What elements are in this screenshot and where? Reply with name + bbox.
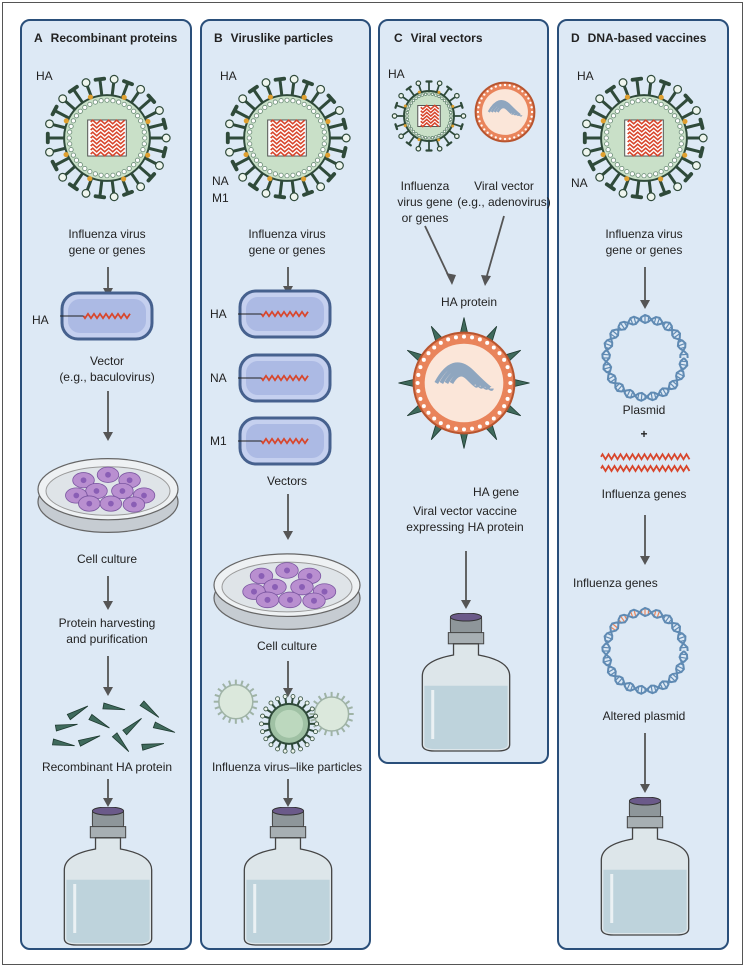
down-arrow-icon (102, 576, 114, 610)
vaccine-vial-icon (414, 612, 518, 753)
down-arrow-icon (102, 656, 114, 696)
panel-b-product-label: Influenza virus–like particles (211, 760, 363, 774)
vaccine-vial-icon (593, 796, 697, 937)
panel-d-altered-label: Altered plasmid (602, 709, 686, 723)
panel-c-source1-line2: virus gene (397, 195, 453, 209)
gene-strands-icon (599, 449, 691, 475)
panel-c-source2-line2: (e.g., adenovirus) (457, 195, 551, 209)
panel-b-na-label: NA (212, 174, 229, 188)
panel-d-plasmid-label: Plasmid (622, 403, 666, 417)
panel-d-letter: D (571, 31, 580, 45)
panel-b-culture-label: Cell culture (256, 639, 318, 653)
panel-d-plus-sign: + (640, 427, 648, 441)
panel-b-vector-m1: M1 (210, 434, 227, 448)
adenovirus-icon (394, 313, 534, 453)
panel-viral-vectors: C Viral vectors HA Influenza virus gene o… (378, 19, 551, 764)
panel-a-title-text: Recombinant proteins (50, 31, 178, 45)
panel-c-title-text: Viral vectors (410, 31, 483, 45)
panel-c-source1-line3: or genes (401, 211, 449, 225)
panel-a-source-line2: gene or genes (68, 243, 146, 257)
panel-b-ha-label: HA (220, 69, 237, 83)
vaccine-vial-icon (56, 806, 160, 947)
influenza-virion-icon (390, 77, 468, 155)
panel-c-ha-label: HA (388, 67, 405, 81)
down-arrow-icon (102, 391, 114, 441)
gene-vector-icon (238, 289, 332, 339)
panel-c-source2-label: Viral vector (e.g., adenovirus) (457, 178, 550, 210)
down-arrow-icon (282, 661, 294, 697)
panel-c-source2-line1: Viral vector (474, 179, 534, 193)
panel-a-vector-ha-label: HA (32, 313, 49, 327)
vaccine-vial-icon (236, 806, 340, 947)
panel-viruslike-particles: B Viruslike particles HA NA M1 Influenza … (200, 19, 371, 950)
down-arrow-icon (282, 494, 294, 540)
panel-a-product-label: Recombinant HA protein (41, 760, 173, 774)
panel-a-harvest-line1: Protein harvesting (58, 616, 156, 630)
panel-b-letter: B (214, 31, 223, 45)
ha-protein-icon (36, 696, 180, 756)
panel-b-vector-ha: HA (210, 307, 227, 321)
gene-vector-icon (238, 353, 332, 403)
petri-dish-icon (36, 446, 180, 536)
panel-d-source-line1: Influenza virus (605, 227, 683, 241)
panel-d-genes2-label: Influenza genes (573, 576, 658, 590)
panel-a-culture-label: Cell culture (76, 552, 138, 566)
gene-vector-icon (60, 291, 154, 341)
plasmid-icon (597, 313, 693, 403)
down-arrow-icon (639, 267, 651, 309)
influenza-virion-icon (42, 73, 172, 203)
panel-a-harvest-label: Protein harvesting and purification (59, 615, 156, 647)
panel-b-title-text: Viruslike particles (230, 31, 334, 45)
down-arrow-icon (639, 733, 651, 793)
panel-a-harvest-line2: and purification (66, 632, 148, 646)
panel-d-title: D DNA-based vaccines (571, 31, 706, 45)
panel-d-na-label: NA (571, 176, 588, 190)
panel-a-source-label: Influenza virus gene or genes (68, 226, 145, 258)
panel-d-source-line2: gene or genes (605, 243, 683, 257)
panel-b-source-line1: Influenza virus (248, 227, 326, 241)
panel-d-ha-label: HA (577, 69, 594, 83)
panel-a-title: A Recombinant proteins (34, 31, 177, 45)
down-arrow-icon (460, 551, 472, 609)
panel-c-letter: C (394, 31, 403, 45)
panel-c-ha-protein-label: HA protein (440, 295, 498, 309)
panel-b-vectors-label: Vectors (266, 474, 308, 488)
converging-arrows (424, 215, 505, 286)
panel-a-letter: A (34, 31, 43, 45)
panel-b-vector-na: NA (210, 371, 227, 385)
gene-vector-icon (238, 416, 332, 466)
plasmid-icon (597, 606, 693, 696)
down-arrow-icon (639, 515, 651, 565)
panel-c-product-line1: Viral vector vaccine (413, 504, 517, 518)
panel-b-title: B Viruslike particles (214, 31, 333, 45)
panel-d-genes-label: Influenza genes (601, 487, 687, 501)
panel-a-vector-label: Vector (e.g., baculovirus) (59, 353, 154, 385)
adenovirus-icon (470, 77, 540, 147)
panel-dna-based-vaccines: D DNA-based vaccines HA NA Influenza viru… (557, 19, 729, 950)
panel-c-ha-gene-label: HA gene (472, 485, 520, 499)
panel-a-ha-label: HA (36, 69, 53, 83)
panel-b-m1-label: M1 (212, 191, 229, 205)
panel-c-title: C Viral vectors (394, 31, 483, 45)
panel-b-source-line2: gene or genes (248, 243, 326, 257)
panel-a-source-line1: Influenza virus (68, 227, 146, 241)
influenza-virion-icon (222, 73, 352, 203)
panel-b-source-label: Influenza virus gene or genes (248, 226, 325, 258)
panel-c-source1-label: Influenza virus gene or genes (397, 178, 452, 226)
down-arrow-icon (102, 779, 114, 807)
panel-c-product-line2: expressing HA protein (406, 520, 524, 534)
panel-recombinant-proteins: A Recombinant proteins HA Influenza virus… (20, 19, 192, 950)
petri-dish-icon (212, 541, 362, 633)
panel-c-source1-line1: Influenza (400, 179, 450, 193)
panel-d-source-label: Influenza virus gene or genes (605, 226, 682, 258)
down-arrow-icon (282, 779, 294, 807)
panel-c-product-label: Viral vector vaccine expressing HA prote… (406, 503, 523, 535)
panel-a-vector-line1: Vector (89, 354, 125, 368)
panel-d-title-text: DNA-based vaccines (587, 31, 707, 45)
influenza-virion-icon (579, 73, 709, 203)
viruslike-particle-icon (210, 673, 362, 755)
panel-a-vector-line2: (e.g., baculovirus) (59, 370, 155, 384)
